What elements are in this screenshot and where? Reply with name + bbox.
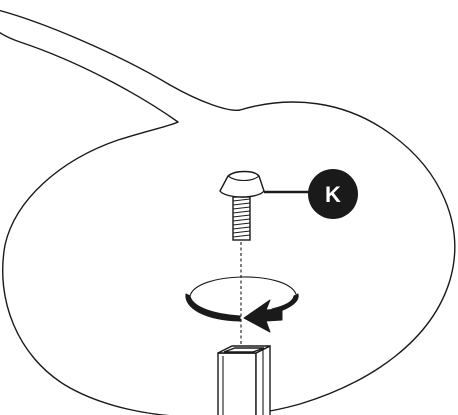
screw-icon xyxy=(219,170,265,241)
tube-front-face xyxy=(217,352,257,415)
rotation-ring-back xyxy=(189,276,297,297)
rotation-arrowhead xyxy=(243,299,283,333)
rotation-ring-band xyxy=(185,293,241,322)
detail-bubble xyxy=(0,9,456,415)
clockwise-rotation-arrow-icon xyxy=(185,276,299,333)
part-label-badge: K xyxy=(308,169,358,219)
screw-threads xyxy=(232,198,251,238)
part-label-text: K xyxy=(325,182,341,207)
tube-opening xyxy=(223,347,265,353)
rotation-ring-tail xyxy=(271,293,299,314)
square-tube xyxy=(217,344,271,415)
